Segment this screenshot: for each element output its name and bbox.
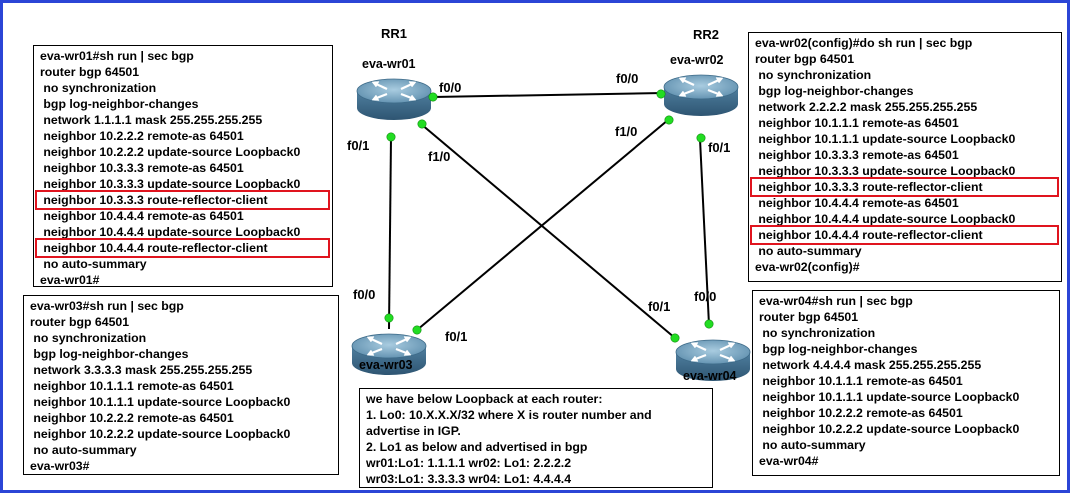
config-line: network 4.4.4.4 mask 255.255.255.255 [759,358,982,372]
config-line: router bgp 64501 [30,315,130,329]
config-line: eva-wr01# [40,273,100,287]
link-r1-r4 [420,123,676,339]
iface-label: f1/0 [615,124,638,139]
iface-label: f0/1 [445,329,468,344]
note-line: wr03:Lo1: 3.3.3.3 wr04: Lo1: 4.4.4.4 [366,472,572,486]
config-line: eva-wr02(config)# [755,260,860,274]
highlighted-config-line: neighbor 10.3.3.3 route-reflector-client [750,177,1059,197]
config-line: bgp log-neighbor-changes [30,347,189,361]
config-line: eva-wr01#sh run | sec bgp [40,49,194,63]
loopback-note: we have below Loopback at each router: 1.… [359,388,713,488]
port-dot [696,133,706,143]
config-line: eva-wr03#sh run | sec bgp [30,299,184,313]
config-line: no synchronization [40,81,157,95]
highlighted-config-line: neighbor 10.4.4.4 route-reflector-client [750,225,1059,245]
config-line: neighbor 10.3.3.3 remote-as 64501 [755,148,959,162]
config-line: router bgp 64501 [40,65,140,79]
port-dot [656,89,666,99]
config-line: neighbor 10.4.4.4 update-source Loopback… [40,225,301,239]
iface-label: f0/0 [353,287,376,302]
router-name-r4: eva-wr04 [683,369,737,383]
note-line: we have below Loopback at each router: [366,392,603,406]
link-r1-r2 [432,92,664,98]
router-name-r1: eva-wr01 [362,57,416,71]
config-line: no auto-summary [759,438,866,452]
config-line: no auto-summary [40,257,147,271]
config-line: neighbor 10.2.2.2 remote-as 64501 [40,129,244,143]
iface-label: f0/0 [439,80,462,95]
port-dot [704,319,714,329]
note-line: 1. Lo0: 10.X.X.X/32 where X is router nu… [366,408,652,422]
config-line: neighbor 10.4.4.4 remote-as 64501 [755,196,959,210]
config-line: eva-wr02(config)#do sh run | sec bgp [755,36,973,50]
config-line: eva-wr03# [30,459,90,473]
config-line: neighbor 10.1.1.1 update-source Loopback… [755,132,1016,146]
link-r1-r3 [388,136,392,330]
port-dot [417,119,427,129]
config-line: neighbor 10.3.3.3 remote-as 64501 [40,161,244,175]
config-line: neighbor 10.2.2.2 update-source Loopback… [30,427,291,441]
port-dot [664,115,674,125]
topology-links [350,73,752,383]
highlighted-config-line: neighbor 10.3.3.3 route-reflector-client [35,190,330,210]
config-line: neighbor 10.2.2.2 remote-as 64501 [759,406,963,420]
port-dot [384,313,394,323]
router-name-r2: eva-wr02 [670,53,724,67]
config-line: neighbor 10.1.1.1 update-source Loopback… [30,395,291,409]
config-line: neighbor 10.2.2.2 update-source Loopback… [40,145,301,159]
port-dot [428,92,438,102]
note-line: 2. Lo1 as below and advertised in bgp [366,440,588,454]
config-line: bgp log-neighbor-changes [40,97,199,111]
config-box-wr03: eva-wr03#sh run | sec bgp router bgp 6450… [23,295,339,475]
note-line: advertise in IGP. [366,424,461,438]
config-line: no synchronization [755,68,872,82]
iface-label: f0/1 [708,140,731,155]
config-line: network 2.2.2.2 mask 255.255.255.255 [755,100,978,114]
port-dot [386,132,396,142]
config-line: neighbor 10.1.1.1 update-source Loopback… [759,390,1020,404]
config-box-wr02: eva-wr02(config)#do sh run | sec bgp rout… [748,32,1062,282]
iface-label: f0/0 [694,289,717,304]
config-line: eva-wr04#sh run | sec bgp [759,294,913,308]
config-line: neighbor 10.3.3.3 update-source Loopback… [40,177,301,191]
config-line: neighbor 10.4.4.4 remote-as 64501 [40,209,244,223]
config-line: router bgp 64501 [755,52,855,66]
port-dot [670,333,680,343]
config-line: no auto-summary [755,244,862,258]
config-line: router bgp 64501 [759,310,859,324]
iface-label: f0/1 [347,138,370,153]
config-line: neighbor 10.1.1.1 remote-as 64501 [30,379,234,393]
config-line: no auto-summary [30,443,137,457]
iface-label: f1/0 [428,149,451,164]
config-line: neighbor 10.1.1.1 remote-as 64501 [759,374,963,388]
note-line: wr01:Lo1: 1.1.1.1 wr02: Lo1: 2.2.2.2 [366,456,572,470]
router-name-r3: eva-wr03 [359,358,413,372]
config-line: no synchronization [759,326,876,340]
config-line: network 3.3.3.3 mask 255.255.255.255 [30,363,253,377]
rr1-label: RR1 [381,26,408,41]
port-dot [412,325,422,335]
config-line: bgp log-neighbor-changes [755,84,914,98]
config-line: neighbor 10.2.2.2 remote-as 64501 [30,411,234,425]
router-icon-r1[interactable] [355,77,433,122]
config-box-wr01: eva-wr01#sh run | sec bgp router bgp 6450… [33,45,333,287]
link-r2-r4 [699,138,710,326]
config-line: neighbor 10.2.2.2 update-source Loopback… [759,422,1020,436]
iface-label: f0/1 [648,299,671,314]
router-icon-r2[interactable] [662,73,740,118]
config-line: bgp log-neighbor-changes [759,342,918,356]
config-line: neighbor 10.1.1.1 remote-as 64501 [755,116,959,130]
config-line: neighbor 10.3.3.3 update-source Loopback… [755,164,1016,178]
link-r2-r3 [416,119,669,331]
config-box-wr04: eva-wr04#sh run | sec bgp router bgp 6450… [752,290,1060,476]
config-line: no synchronization [30,331,147,345]
highlighted-config-line: neighbor 10.4.4.4 route-reflector-client [35,238,330,258]
config-line: eva-wr04# [759,454,819,468]
config-line: neighbor 10.4.4.4 update-source Loopback… [755,212,1016,226]
iface-label: f0/0 [616,71,639,86]
config-line: network 1.1.1.1 mask 255.255.255.255 [40,113,263,127]
rr2-label: RR2 [693,27,720,42]
